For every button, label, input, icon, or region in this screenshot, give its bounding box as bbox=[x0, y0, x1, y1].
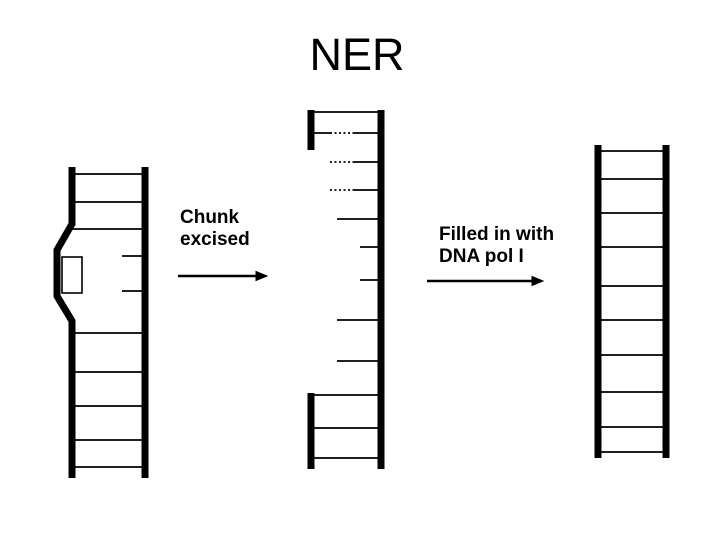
slide-title: NER bbox=[309, 29, 405, 80]
arrow-head bbox=[531, 275, 545, 287]
excised-dna-figure bbox=[307, 110, 385, 469]
filled-in-label: Filled in with DNA pol I bbox=[439, 224, 555, 267]
chunk-excised-arrow bbox=[178, 270, 269, 282]
arrow-head bbox=[255, 270, 269, 282]
lesion-box bbox=[61, 256, 83, 294]
dna-pol-fill-arrow bbox=[427, 275, 545, 287]
chunk-excised-label: Chunk excised bbox=[180, 207, 250, 250]
repaired-dna-figure bbox=[594, 145, 670, 458]
left-strand-with-bulge bbox=[53, 167, 76, 478]
damaged-dna-figure bbox=[53, 167, 149, 478]
